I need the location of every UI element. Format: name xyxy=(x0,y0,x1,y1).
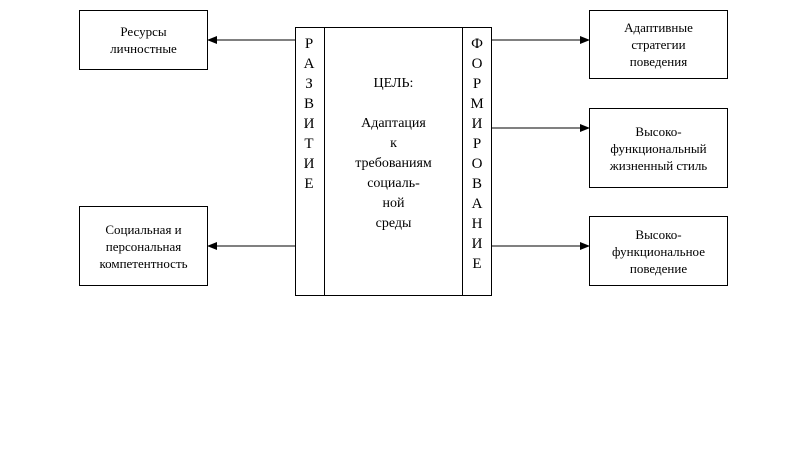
formation-letter: М xyxy=(470,96,484,112)
competence-label: Социальная и персональная компетентность xyxy=(99,221,188,271)
development-letter: В xyxy=(303,96,314,112)
goal-line: среды xyxy=(375,216,412,231)
goal-line: социаль- xyxy=(367,176,420,191)
formation-letter: Р xyxy=(472,76,482,92)
formation-letter: Н xyxy=(471,216,483,232)
development-letter: З xyxy=(305,76,313,92)
formation-letter: Ф xyxy=(471,36,483,52)
center-block xyxy=(295,27,492,296)
goal-line: к xyxy=(390,136,397,151)
lifestyle-box: Высоко- функциональный жизненный стиль xyxy=(589,108,728,188)
goal-line: Адаптация xyxy=(361,116,426,131)
center-right-divider xyxy=(462,28,463,295)
goal-text: ЦЕЛЬ: Адаптация к требованиям социаль- н… xyxy=(325,74,462,234)
strategies-box: Адаптивные стратегии поведения xyxy=(589,10,728,79)
lifestyle-label: Высоко- функциональный жизненный стиль xyxy=(609,123,708,173)
development-letter: Т xyxy=(304,136,314,152)
formation-letter: А xyxy=(471,196,483,212)
competence-box: Социальная и персональная компетентность xyxy=(79,206,208,286)
formation-letter: О xyxy=(471,56,483,72)
center-left-divider xyxy=(324,28,325,295)
formation-letter: В xyxy=(471,176,482,192)
development-letter: И xyxy=(303,156,315,172)
formation-vertical-label: Ф О Р М И Р О В А Н И Е xyxy=(468,34,486,274)
resources-box: Ресурсы личностные xyxy=(79,10,208,70)
formation-letter: И xyxy=(471,116,483,132)
development-letter: И xyxy=(303,116,315,132)
formation-letter: О xyxy=(471,156,483,172)
development-letter: Р xyxy=(304,36,314,52)
strategies-label: Адаптивные стратегии поведения xyxy=(624,20,693,69)
goal-line: требованиям xyxy=(355,156,432,171)
formation-letter: Р xyxy=(472,136,482,152)
behavior-label: Высоко- функциональное поведение xyxy=(612,226,705,276)
development-letter: Е xyxy=(304,176,314,192)
behavior-box: Высоко- функциональное поведение xyxy=(589,216,728,286)
development-vertical-label: Р А З В И Т И Е xyxy=(300,34,318,194)
goal-line xyxy=(325,94,462,114)
goal-line: ЦЕЛЬ: xyxy=(373,76,414,91)
formation-letter: И xyxy=(471,236,483,252)
formation-letter: Е xyxy=(472,256,482,272)
goal-line: ной xyxy=(382,196,405,211)
development-letter: А xyxy=(303,56,315,72)
resources-label: Ресурсы личностные xyxy=(110,24,177,56)
